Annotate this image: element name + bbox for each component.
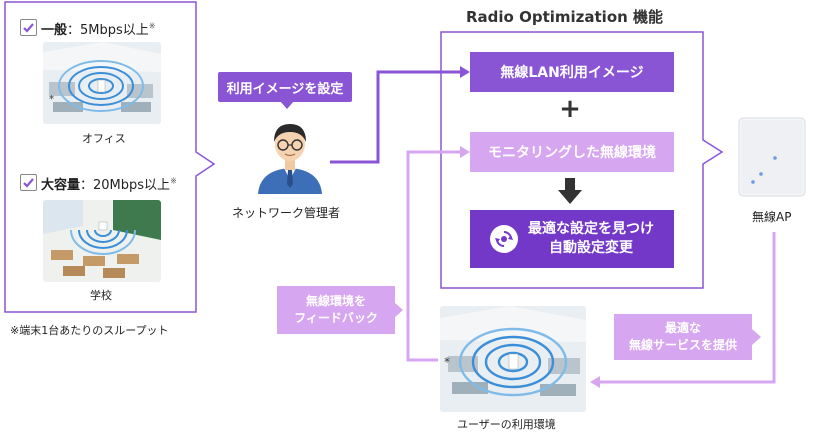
user-environment-illustration: * xyxy=(440,306,586,412)
svg-text:*: * xyxy=(49,94,54,105)
ap-device xyxy=(737,116,809,200)
step1-box: 無線LAN利用イメージ xyxy=(470,52,674,92)
item2-caption: 学校 xyxy=(90,289,112,302)
footnote: ※端末1台あたりのスループット xyxy=(10,324,169,337)
down-arrow-shaft xyxy=(565,178,575,190)
ro-title: Radio Optimization 機能 xyxy=(466,8,664,26)
step2-box: モニタリングした無線環境 xyxy=(470,132,674,172)
service-label-pointer xyxy=(752,329,761,345)
item1-caption: オフィス xyxy=(82,132,126,145)
administrator-person-icon xyxy=(258,124,322,194)
item1-spec: ：5Mbps以上 xyxy=(67,23,149,38)
item1-label: 一般：5Mbps以上※ xyxy=(41,19,155,38)
item2-title: 大容量 xyxy=(41,178,81,193)
ro-panel-outline xyxy=(440,31,724,289)
item2-label: 大容量：20Mbps以上※ xyxy=(41,174,177,193)
feedback-label: 無線環境をフィードバック xyxy=(277,286,395,334)
feedback-arrowhead xyxy=(460,146,470,158)
admin-avatar xyxy=(254,118,326,194)
item1-title: 一般 xyxy=(41,23,68,38)
ap-caption: 無線AP xyxy=(752,210,792,224)
service-line2: 無線サービスを提供 xyxy=(628,338,737,352)
svg-text:*: * xyxy=(444,355,450,369)
step3-box: 最適な設定を見つけ 自動設定変更 xyxy=(470,210,674,268)
admin-to-step1-line xyxy=(330,70,460,164)
office-illustration: * xyxy=(43,42,161,124)
down-arrow-head xyxy=(558,190,582,204)
step3-text: 最適な設定を見つけ 自動設定変更 xyxy=(528,220,654,258)
check-icon xyxy=(23,23,34,33)
optimize-icon xyxy=(490,225,518,253)
feedback-line1: 無線環境を xyxy=(305,294,366,308)
ap-to-user-line xyxy=(600,232,776,384)
feedback-line2: フィードバック xyxy=(294,311,378,325)
item1-note: ※ xyxy=(148,21,156,31)
item2-checkbox[interactable] xyxy=(20,174,37,191)
feedback-line xyxy=(406,150,460,362)
step3-line2: 自動設定変更 xyxy=(549,240,633,256)
check-icon xyxy=(23,178,34,188)
school-illustration xyxy=(43,200,161,282)
item2-note: ※ xyxy=(170,176,177,186)
item2-spec: ：20Mbps以上 xyxy=(80,178,171,193)
setting-label: 利用イメージを設定 xyxy=(218,72,352,102)
ap-to-user-arrowhead xyxy=(590,376,600,388)
step3-line1: 最適な設定を見つけ xyxy=(528,221,654,237)
admin-to-step1-arrowhead xyxy=(460,66,470,78)
setting-label-pointer xyxy=(280,101,294,109)
plus-sign: + xyxy=(559,94,581,124)
admin-caption: ネットワーク管理者 xyxy=(232,206,341,220)
feedback-label-pointer xyxy=(394,302,403,318)
service-line1: 最適な xyxy=(664,321,701,335)
user-env-caption: ユーザーの利用環境 xyxy=(457,418,556,431)
left-panel-outline xyxy=(4,1,216,313)
access-point-icon xyxy=(738,117,806,197)
service-label: 最適な無線サービスを提供 xyxy=(614,314,752,360)
item1-checkbox[interactable] xyxy=(20,19,37,36)
